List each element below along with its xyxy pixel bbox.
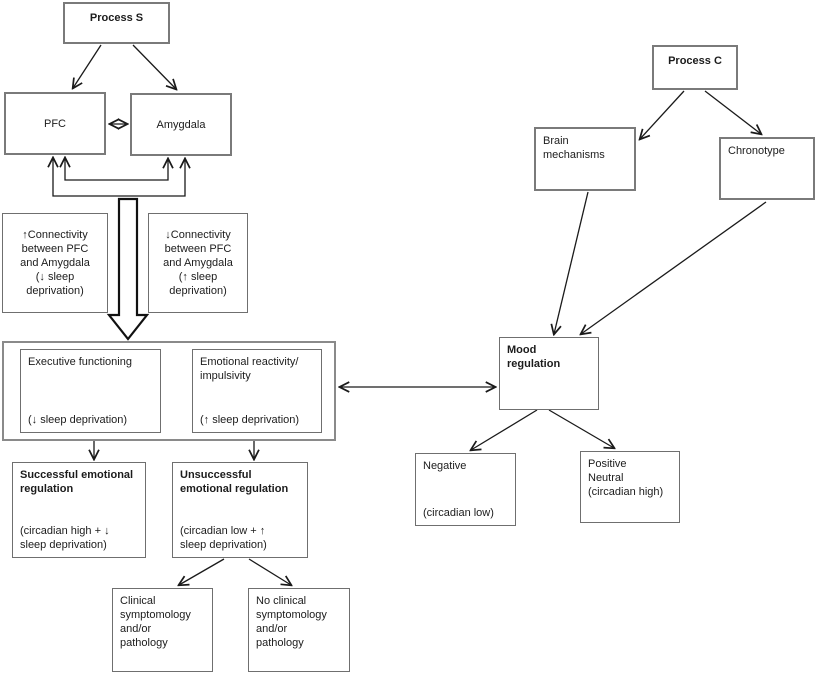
node-executive-functioning: Executive functioning (↓ sleep deprivati… [20, 349, 161, 433]
node-brain-mechanisms-text: Brain mechanisms [543, 135, 605, 161]
node-positive-neutral-mood-text: Positive Neutral (circadian high) [588, 458, 664, 498]
node-mood-regulation: Mood regulation [499, 337, 599, 410]
arrow-brain-to-mood [554, 191, 589, 334]
node-pfc-label: PFC [44, 117, 66, 130]
node-mood-regulation-text: Mood regulation [507, 344, 561, 370]
arrow-mood-to-positive [548, 409, 614, 448]
arrow-process-s-to-pfc [73, 44, 102, 88]
node-amygdala-label: Amygdala [156, 118, 206, 131]
node-negative-mood-condition: (circadian low) [423, 507, 494, 519]
node-unsuccessful-regulation-condition: (circadian low + ↑ sleep deprivation) [180, 525, 267, 551]
node-successful-regulation-title: Successful emotional regulation [20, 469, 134, 495]
node-chronotype-label: Chronotype [728, 145, 785, 157]
node-no-clinical-symptomology: No clinical symptomology and/or patholog… [248, 588, 350, 672]
arrow-unsuccessful-to-noclinical [248, 558, 291, 585]
node-chronotype: Chronotype [719, 137, 815, 200]
feedback-bracket-outer [53, 158, 185, 197]
arrow-chronotype-to-mood [581, 201, 767, 334]
node-process-s-label: Process S [89, 12, 144, 24]
node-negative-mood-title: Negative [423, 460, 467, 472]
node-unsuccessful-regulation-title: Unsuccessful emotional regulation [180, 469, 289, 495]
node-decreased-connectivity-text: ↓Connectivity between PFC and Amygdala (… [163, 229, 233, 297]
node-process-c-label: Process C [668, 55, 722, 67]
node-successful-regulation-condition: (circadian high + ↓ sleep deprivation) [20, 525, 110, 551]
node-brain-mechanisms: Brain mechanisms [534, 127, 636, 191]
block-arrow-down [106, 197, 150, 341]
node-emotional-reactivity: Emotional reactivity/ impulsivity (↑ sle… [192, 349, 322, 433]
node-process-c: Process C [652, 45, 738, 90]
arrow-process-c-to-brain [640, 90, 685, 139]
arrow-unsuccessful-to-clinical [179, 558, 225, 585]
node-no-clinical-symptomology-text: No clinical symptomology and/or patholog… [256, 595, 327, 649]
node-positive-neutral-mood: Positive Neutral (circadian high) [580, 451, 680, 523]
node-amygdala: Amygdala [130, 93, 232, 156]
arrow-process-c-to-chronotype [704, 90, 761, 134]
feedback-bracket-inner [65, 158, 168, 181]
arrow-process-s-to-amygdala [132, 44, 176, 89]
node-clinical-symptomology: Clinical symptomology and/or pathology [112, 588, 213, 672]
node-executive-functioning-title: Executive functioning [28, 356, 132, 368]
node-decreased-connectivity: ↓Connectivity between PFC and Amygdala (… [148, 213, 248, 313]
node-pfc: PFC [4, 92, 106, 155]
node-emotional-reactivity-condition: (↑ sleep deprivation) [200, 414, 300, 426]
node-negative-mood: Negative (circadian low) [415, 453, 516, 526]
node-increased-connectivity-text: ↑Connectivity between PFC and Amygdala (… [20, 229, 90, 297]
node-emotional-reactivity-title: Emotional reactivity/ impulsivity [200, 356, 299, 382]
node-increased-connectivity: ↑Connectivity between PFC and Amygdala (… [2, 213, 108, 313]
node-process-s: Process S [63, 2, 170, 44]
node-executive-functioning-condition: (↓ sleep deprivation) [28, 414, 128, 426]
node-successful-regulation: Successful emotional regulation (circadi… [12, 462, 146, 558]
node-clinical-symptomology-text: Clinical symptomology and/or pathology [120, 595, 191, 649]
node-unsuccessful-regulation: Unsuccessful emotional regulation (circa… [172, 462, 308, 558]
arrow-mood-to-negative [471, 409, 538, 450]
